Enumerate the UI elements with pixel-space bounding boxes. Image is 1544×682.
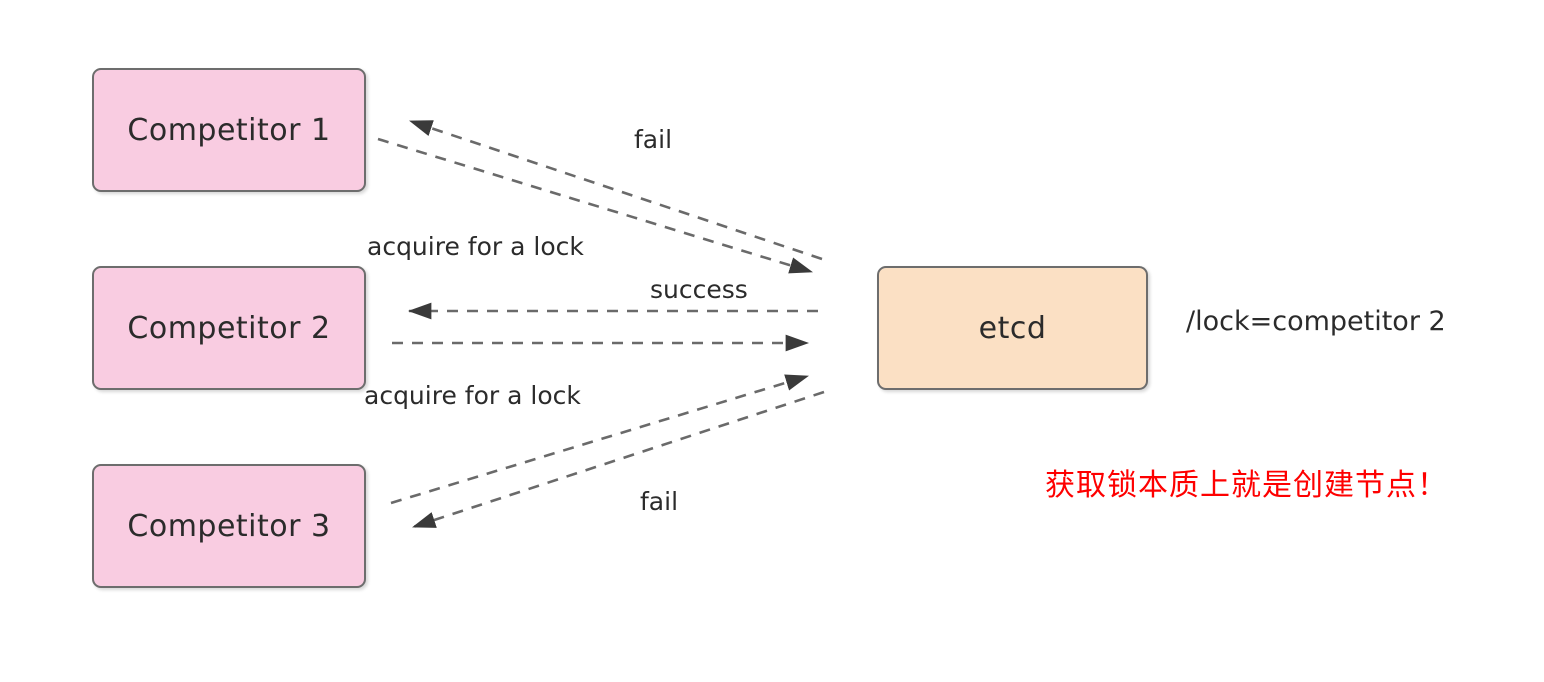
edge-label-success: success <box>650 275 748 304</box>
annotation-callout: 获取锁本质上就是创建节点！ <box>1045 468 1448 503</box>
edge-label-fail-bottom: fail <box>640 487 679 516</box>
annotation-lock-value: /lock=competitor 2 <box>1186 306 1446 337</box>
edge-competitor-3-response <box>412 390 825 529</box>
edge-label-fail-top: fail <box>634 125 673 154</box>
edge-label-acquire-top: acquire for a lock <box>367 232 584 261</box>
node-etcd-label: etcd <box>978 310 1047 346</box>
node-competitor-3[interactable]: Competitor 3 <box>92 464 366 588</box>
edge-competitor-1-request <box>377 137 813 274</box>
node-competitor-1-label: Competitor 1 <box>127 112 331 148</box>
node-competitor-2-label: Competitor 2 <box>127 310 331 346</box>
node-etcd[interactable]: etcd <box>877 266 1148 390</box>
node-competitor-3-label: Competitor 3 <box>127 508 331 544</box>
edge-label-acquire-bottom: acquire for a lock <box>364 381 581 410</box>
node-competitor-1[interactable]: Competitor 1 <box>92 68 366 192</box>
edge-competitor-1-response <box>409 119 823 261</box>
node-competitor-2[interactable]: Competitor 2 <box>92 266 366 390</box>
edge-competitor-3-request <box>390 374 809 505</box>
